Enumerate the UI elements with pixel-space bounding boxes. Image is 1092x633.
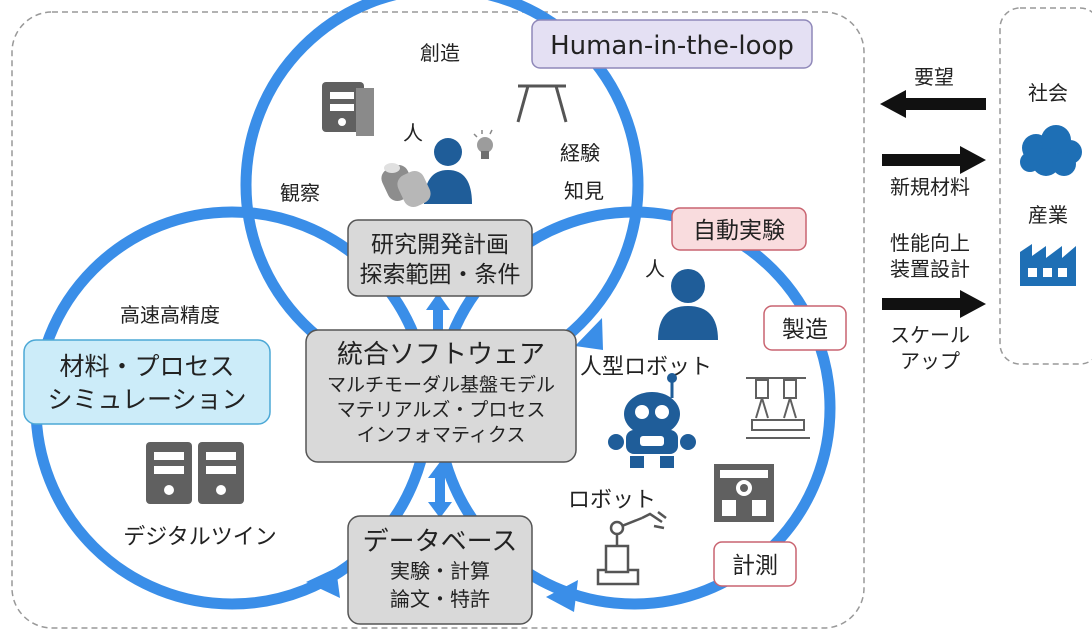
hito-top-label: 人 xyxy=(403,121,423,145)
perf-label-1: 性能向上 xyxy=(890,231,970,255)
robot-arm-icon xyxy=(596,511,667,586)
research-plan-box xyxy=(347,219,533,297)
souzou-label: 創造 xyxy=(420,41,460,65)
keisoku-box xyxy=(713,541,797,587)
arrow-perf-right xyxy=(882,290,986,318)
humanoid-robot-icon xyxy=(608,373,696,468)
software-line2: マルチモーダル基盤モデル xyxy=(327,374,555,396)
database-title: データベース xyxy=(363,527,518,557)
ring-arrowhead-left xyxy=(306,568,340,598)
hitl-box xyxy=(531,19,813,69)
software-line3: マテリアルズ・プロセス xyxy=(337,399,546,421)
keisoku-label: 計測 xyxy=(732,553,778,579)
digital-twin-label: デジタルツイン xyxy=(123,525,277,550)
measurement-device-icon xyxy=(714,464,774,522)
society-dashed-frame xyxy=(999,7,1092,365)
cloud-icon xyxy=(1020,125,1082,176)
industry-label: 産業 xyxy=(1028,203,1068,227)
person-right-icon xyxy=(658,269,718,340)
material-rolls-icon xyxy=(381,163,431,208)
simulation-sub: シミュレーション xyxy=(47,385,246,414)
database-line2: 実験・計算 xyxy=(390,559,490,583)
factory-icon xyxy=(1020,244,1076,286)
kansatsu-label: 観察 xyxy=(280,181,320,205)
seizou-label: 製造 xyxy=(782,317,828,343)
arrow-youbou-left xyxy=(880,90,986,118)
perf-label-2: 装置設計 xyxy=(890,257,970,281)
database-box xyxy=(347,515,533,625)
arrow-software-database xyxy=(428,462,452,518)
research-plan-title: 研究開発計画 xyxy=(371,232,509,258)
robot-label: ロボット xyxy=(568,488,656,513)
database-line3: 論文・特許 xyxy=(390,587,490,611)
simulation-title: 材料・プロセス xyxy=(59,352,234,381)
software-title: 統合ソフトウェア xyxy=(337,340,545,370)
server-icon xyxy=(322,82,374,136)
hito-right-label: 人 xyxy=(645,257,665,281)
new-material-label: 新規材料 xyxy=(890,175,970,199)
youbou-label: 要望 xyxy=(914,65,954,89)
software-box xyxy=(305,329,577,463)
research-plan-sub: 探索範囲・条件 xyxy=(360,262,521,288)
auto-experiment-box xyxy=(671,207,807,251)
software-line4: インフォマティクス xyxy=(357,424,526,446)
manufacturing-machine-icon xyxy=(746,377,810,439)
lightbulb-icon xyxy=(473,129,493,159)
scale-label-2: アップ xyxy=(900,349,960,373)
ring-arrowhead-right xyxy=(546,580,578,612)
seizou-box xyxy=(763,305,847,351)
auto-experiment-label: 自動実験 xyxy=(693,218,785,244)
hitl-label: Human-in-the-loop xyxy=(550,31,794,61)
server-pair-icon xyxy=(146,442,244,504)
scale-label-1: スケール xyxy=(890,323,970,347)
humanoid-label: 人型ロボット xyxy=(580,355,712,380)
person-top-icon xyxy=(424,138,472,204)
press-mold-icon xyxy=(516,84,568,123)
chiken-label: 知見 xyxy=(564,179,604,203)
high-speed-label: 高速高精度 xyxy=(120,303,220,327)
keiken-label: 経験 xyxy=(560,141,600,165)
ring-arrowhead-top xyxy=(575,318,603,350)
society-label: 社会 xyxy=(1028,81,1068,105)
simulation-box xyxy=(23,339,271,425)
arrow-software-to-plan xyxy=(426,293,450,330)
arrow-new-material-right xyxy=(882,146,986,174)
main-dashed-frame xyxy=(11,11,865,629)
